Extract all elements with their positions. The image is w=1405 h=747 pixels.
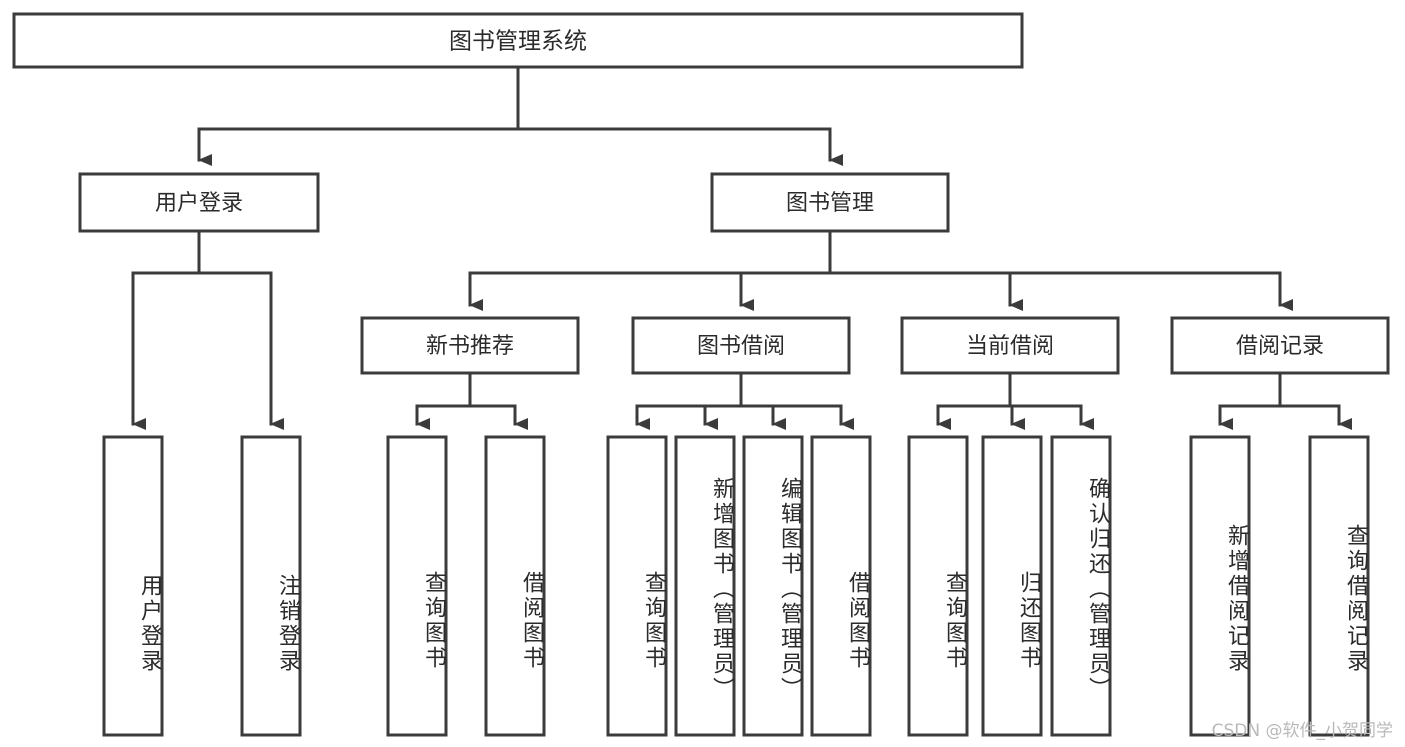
leaf-query-book-1-box[interactable] [386,435,448,737]
node-user-login[interactable]: 用户登录 [78,172,320,233]
leaf-layer [102,435,1370,737]
node-root-label: 图书管理系统 [449,29,587,55]
leaf-query-book-3-box[interactable] [907,435,969,737]
node-book-manage-box[interactable] [710,172,950,233]
node-book-manage[interactable]: 图书管理 [710,172,950,233]
leaf-borrow-book-2-box[interactable] [810,435,872,737]
node-root[interactable]: 图书管理系统 [12,12,1024,69]
connector-layer [131,65,1352,430]
leaf-logout-box[interactable] [240,435,302,737]
node-book-borrow-label: 图书借阅 [697,334,785,359]
node-user-login-box[interactable] [78,172,320,233]
leaf-add-record-box[interactable] [1189,435,1251,737]
node-current-borrow[interactable]: 当前借阅 [900,316,1120,375]
leaf-edit-book-box[interactable] [742,435,804,737]
node-root-box[interactable] [12,12,1024,69]
node-book-borrow-box[interactable] [631,316,851,375]
leaf-query-record-box[interactable] [1308,435,1370,737]
node-book-borrow[interactable]: 图书借阅 [631,316,851,375]
watermark-text: CSDN @软件_小贺同学 [1211,721,1393,741]
node-new-book-recommend[interactable]: 新书推荐 [360,316,580,375]
leaf-query-book-2-box[interactable] [606,435,668,737]
leaf-add-book-box[interactable] [674,435,736,737]
node-current-borrow-label: 当前借阅 [966,334,1054,359]
node-new-book-recommend-label: 新书推荐 [426,334,514,359]
leaf-user-login-box[interactable] [102,435,164,737]
node-current-borrow-box[interactable] [900,316,1120,375]
leaf-borrow-book-1-box[interactable] [484,435,546,737]
node-borrow-record-box[interactable] [1170,316,1390,375]
leaf-return-book-box[interactable] [981,435,1043,737]
node-user-login-label: 用户登录 [155,191,243,216]
node-borrow-record[interactable]: 借阅记录 [1170,316,1390,375]
node-new-book-recommend-box[interactable] [360,316,580,375]
node-book-manage-label: 图书管理 [786,191,874,216]
leaf-confirm-return-box[interactable] [1050,435,1112,737]
node-borrow-record-label: 借阅记录 [1236,334,1324,359]
